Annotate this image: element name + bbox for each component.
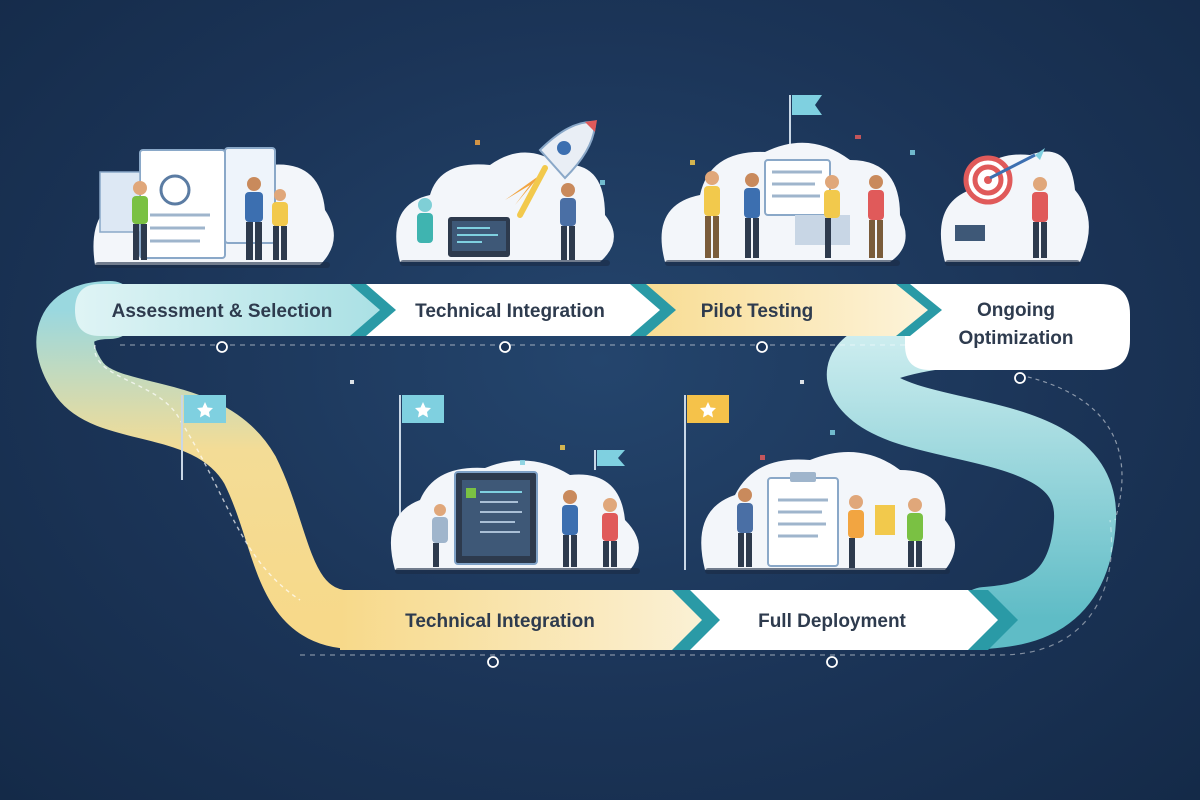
stage-label: Pilot Testing bbox=[701, 301, 814, 322]
milestone-dot bbox=[826, 656, 838, 668]
stage-bar-technical-integration bbox=[360, 284, 668, 336]
flag-star-icon bbox=[684, 395, 729, 570]
milestone-dot bbox=[756, 341, 768, 353]
stage-label: Technical Integration bbox=[415, 301, 605, 322]
stage-bar-assessment-selection bbox=[75, 284, 388, 336]
stage-label: Ongoing bbox=[977, 300, 1055, 321]
stage-bar-pilot-testing bbox=[640, 284, 935, 336]
stage-label: Assessment & Selection bbox=[112, 301, 333, 322]
path-left-curve bbox=[36, 281, 384, 649]
pilot-team-icon bbox=[661, 142, 906, 266]
confetti-decoration bbox=[350, 135, 915, 465]
milestone-dot bbox=[1014, 372, 1026, 384]
stage-label: Technical Integration bbox=[405, 611, 595, 632]
chevron-right-icon bbox=[896, 284, 942, 336]
milestone-dot bbox=[216, 341, 228, 353]
stage-label: Optimization bbox=[958, 328, 1073, 349]
target-icon bbox=[940, 148, 1089, 266]
milestone-dot bbox=[487, 656, 499, 668]
stage-label: Full Deployment bbox=[758, 611, 906, 632]
chevron-right-icon bbox=[672, 590, 720, 650]
assessment-team-icon bbox=[93, 147, 334, 268]
deployment-team-icon bbox=[701, 452, 955, 574]
chevron-right-icon bbox=[630, 284, 676, 336]
flag-star-icon bbox=[181, 395, 226, 480]
chevron-right-icon bbox=[350, 284, 396, 336]
dashboard-team-icon bbox=[390, 460, 640, 574]
top-row: Assessment & Selection Technical Integra… bbox=[75, 284, 1130, 384]
stage-bar-ongoing-optimization bbox=[905, 284, 1130, 370]
milestone-dot bbox=[499, 341, 511, 353]
flags bbox=[181, 95, 822, 570]
path-dashed-guide bbox=[94, 344, 301, 601]
flag-icon bbox=[594, 450, 625, 470]
chevron-right-icon bbox=[968, 590, 1018, 650]
stage-bar-full-deployment bbox=[680, 590, 1005, 650]
stage-bar-technical-integration-2 bbox=[340, 590, 708, 650]
rocket-launch-icon bbox=[396, 120, 614, 266]
path-dashed-guide bbox=[300, 519, 1113, 656]
bottom-row: Technical Integration Full Deployment bbox=[340, 590, 1018, 668]
